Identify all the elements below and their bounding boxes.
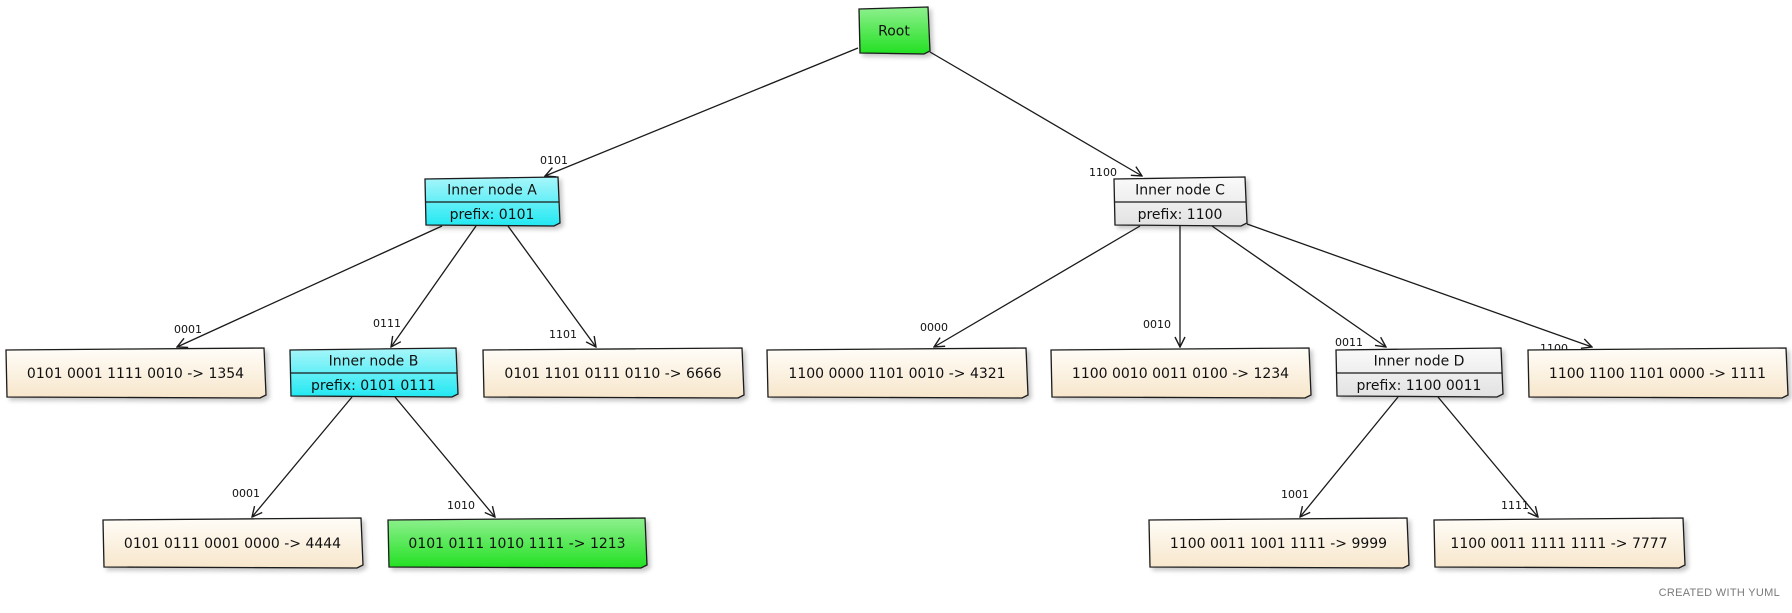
node-prefix: prefix: 1100 xyxy=(1138,207,1223,223)
node-box xyxy=(387,517,648,569)
edge-label: 0111 xyxy=(373,317,401,330)
node-l6[interactable]: 0101 0111 0001 0000 -> 4444 xyxy=(102,517,364,569)
node-label: 0101 0111 1010 1111 -> 1213 xyxy=(408,536,625,552)
node-box xyxy=(1527,347,1789,399)
edge-root-a: 0101 xyxy=(540,47,859,176)
node-title: Inner node B xyxy=(329,353,419,369)
node-box xyxy=(102,517,364,569)
edge-label: 1111 xyxy=(1501,499,1529,512)
node-box xyxy=(5,347,267,399)
node-label: Root xyxy=(878,24,910,40)
edge-label: 1010 xyxy=(447,499,475,512)
edge-label: 1001 xyxy=(1281,488,1309,501)
edge-d-l9: 1111 xyxy=(1437,396,1538,517)
edge-b-l7: 1010 xyxy=(394,396,495,517)
node-box xyxy=(766,347,1029,399)
node-c[interactable]: Inner node C prefix: 1100 xyxy=(1113,176,1248,227)
edge-line xyxy=(1437,396,1538,517)
node-a[interactable]: Inner node A prefix: 0101 xyxy=(424,176,561,227)
edge-line xyxy=(507,225,596,347)
edge-c-d: 0011 xyxy=(1211,225,1386,349)
node-label: 0101 0111 0001 0000 -> 4444 xyxy=(124,536,341,552)
edge-label: 1101 xyxy=(549,328,577,341)
edge-c-l5: 1100 xyxy=(1246,223,1592,355)
node-label: 1100 0011 1111 1111 -> 7777 xyxy=(1450,536,1667,552)
node-title: Inner node C xyxy=(1135,182,1225,198)
node-box xyxy=(858,6,931,55)
node-label: 1100 0011 1001 1111 -> 9999 xyxy=(1170,536,1387,552)
edge-d-l8: 1001 xyxy=(1281,396,1399,517)
node-prefix: prefix: 0101 0111 xyxy=(311,378,436,394)
node-prefix: prefix: 1100 0011 xyxy=(1357,378,1482,394)
edge-label: 1100 xyxy=(1089,166,1117,179)
node-label: 0101 1101 0111 0110 -> 6666 xyxy=(504,366,721,382)
edge-line xyxy=(252,396,353,517)
node-label: 1100 0000 1101 0010 -> 4321 xyxy=(788,366,1005,382)
node-title: Inner node A xyxy=(447,182,537,198)
node-l3[interactable]: 1100 0000 1101 0010 -> 4321 xyxy=(766,347,1029,399)
edge-label: 0011 xyxy=(1335,336,1363,349)
edge-line xyxy=(1246,223,1592,347)
node-l5[interactable]: 1100 1100 1101 0000 -> 1111 xyxy=(1527,347,1789,399)
edge-a-l2: 1101 xyxy=(507,225,596,347)
edge-line xyxy=(391,225,477,347)
edge-label: 0001 xyxy=(174,323,202,336)
node-l1[interactable]: 0101 0001 1111 0010 -> 1354 xyxy=(5,347,267,399)
edge-line xyxy=(934,225,1141,347)
node-box xyxy=(482,347,745,399)
edge-c-l4: 0010 xyxy=(1143,226,1180,347)
node-b[interactable]: Inner node B prefix: 0101 0111 xyxy=(289,347,459,398)
node-l2[interactable]: 0101 1101 0111 0110 -> 6666 xyxy=(482,347,745,399)
edge-line xyxy=(394,396,495,517)
node-label: 0101 0001 1111 0010 -> 1354 xyxy=(27,366,244,382)
node-l7[interactable]: 0101 0111 1010 1111 -> 1213 xyxy=(387,517,648,569)
edge-label: 0001 xyxy=(232,487,260,500)
edge-root-c: 1100 xyxy=(929,51,1142,179)
node-box xyxy=(1050,347,1312,399)
node-prefix: prefix: 0101 xyxy=(450,207,535,223)
edge-c-l3: 0000 xyxy=(920,225,1141,347)
edge-label: 0000 xyxy=(920,321,948,334)
edge-label: 0010 xyxy=(1143,318,1171,331)
node-box xyxy=(1148,517,1410,569)
edge-a-l1: 0001 xyxy=(174,225,443,347)
edge-a-b: 0111 xyxy=(373,225,477,347)
node-l4[interactable]: 1100 0010 0011 0100 -> 1234 xyxy=(1050,347,1312,399)
node-box xyxy=(1433,517,1686,569)
node-title: Inner node D xyxy=(1374,353,1465,369)
edge-line xyxy=(1211,225,1386,347)
node-label: 1100 1100 1101 0000 -> 1111 xyxy=(1549,366,1766,382)
node-d[interactable]: Inner node D prefix: 1100 0011 xyxy=(1335,347,1504,398)
node-label: 1100 0010 0011 0100 -> 1234 xyxy=(1072,366,1289,382)
node-root[interactable]: Root xyxy=(858,6,931,55)
yuml-credit: CREATED WITH YUML xyxy=(1658,587,1780,599)
node-l8[interactable]: 1100 0011 1001 1111 -> 9999 xyxy=(1148,517,1410,569)
edge-line xyxy=(545,47,859,176)
edge-b-l6: 0001 xyxy=(232,396,353,517)
edge-line xyxy=(1300,396,1399,517)
edge-line xyxy=(929,51,1142,176)
edge-label: 0101 xyxy=(540,154,568,167)
edge-line xyxy=(177,225,443,347)
node-l9[interactable]: 1100 0011 1111 1111 -> 7777 xyxy=(1433,517,1686,569)
